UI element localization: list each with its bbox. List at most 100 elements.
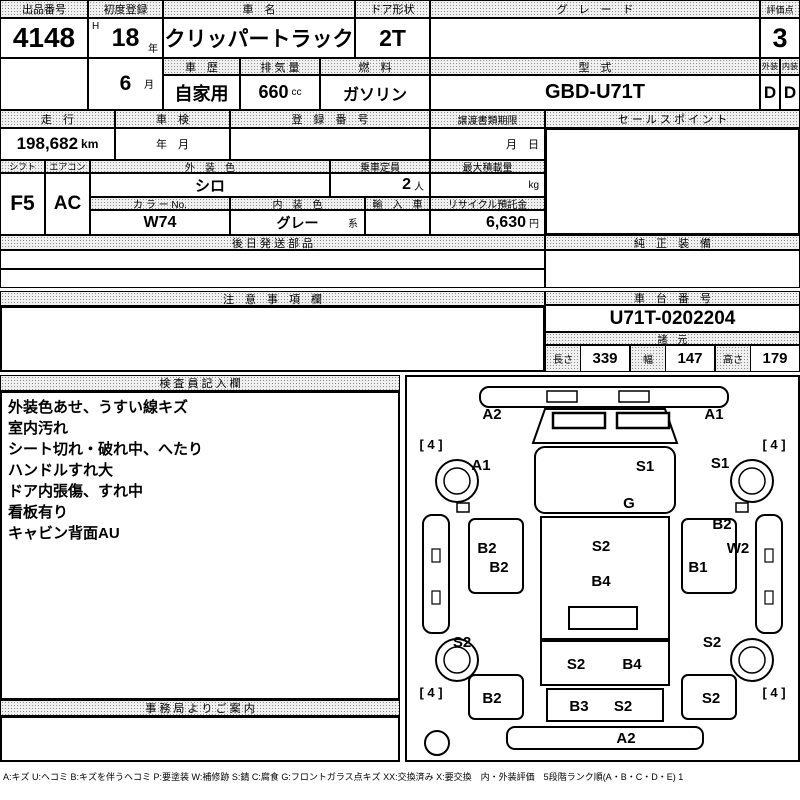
era-mark: H [92, 21, 100, 32]
tire-info-front-left: [ 4 ] [419, 437, 442, 452]
first-registration-month: 6 [119, 72, 132, 95]
damage-mark-door-left-lower: B2 [489, 559, 508, 576]
height-cell: 高さ 179 [715, 345, 800, 372]
genuine-equipment-box [545, 250, 800, 288]
damage-mark-door-left-upper: B2 [477, 540, 496, 557]
lot-number-empty-cell [0, 58, 88, 110]
score-label: 評価点 [760, 0, 800, 18]
interior-color-cell: グレー 系 [230, 210, 365, 235]
capacity-label: 乗車定員 [330, 160, 430, 173]
mileage-cell: 198,682 km [0, 128, 115, 160]
later-parts-row-1 [0, 250, 545, 269]
damage-mark-door-right-lower: B1 [688, 559, 707, 576]
damage-mark-roof: G [623, 495, 635, 512]
length-value: 339 [592, 350, 618, 367]
wheel-rear-right-rim [738, 646, 766, 674]
wheel-front-left-rim [443, 467, 471, 495]
bed-side-outer-left [422, 514, 450, 634]
genuine-equipment-label: 純 正 装 備 [545, 235, 800, 250]
latch-right-1 [764, 548, 774, 563]
car-name-value: クリッパートラック [163, 18, 355, 58]
quarter-panel-right [681, 674, 737, 720]
inspector-note-line: 看板有り [8, 504, 69, 521]
sales-point-label: セ ー ル ス ポ イ ン ト [545, 110, 800, 128]
aircon-value: AC [45, 173, 90, 235]
max-load-cell: kg [430, 173, 545, 197]
car-name-label: 車 名 [163, 0, 355, 18]
later-parts-row-2 [0, 269, 545, 288]
inspector-note-line: シート切れ・破れ中、へたり [8, 441, 204, 458]
damage-mark-rear-panel-right: S2 [702, 690, 720, 707]
damage-mark-front-fender-right: S1 [711, 455, 729, 472]
interior-color-value: グレー [276, 214, 319, 231]
height-label: 高さ [716, 346, 751, 371]
inspector-note-line: 室内汚れ [8, 420, 69, 437]
damage-mark-windshield: S1 [636, 458, 654, 475]
transfer-deadline-label: 譲渡書類期限 [430, 110, 545, 128]
recycle-deposit-unit: 円 [529, 219, 539, 230]
office-info-label: 事 務 局 よ り ご 案 内 [0, 700, 400, 716]
office-info-box [0, 716, 400, 762]
vehicle-damage-diagram: A2 A1 [ 4 ] [ 4 ] A1 S1 S1 G B2 B2 W2 B2… [419, 386, 786, 756]
caution-box [0, 306, 545, 372]
damage-mark-side-right-upper: B2 [712, 516, 731, 533]
max-load-label: 最大積載量 [430, 160, 545, 173]
damage-mark-rear-fender-left: S2 [453, 634, 471, 651]
displacement-cell: 660 cc [240, 75, 320, 110]
displacement-value: 660 [258, 82, 289, 102]
month-unit: 月 [144, 80, 154, 91]
bed-lower [540, 640, 670, 686]
inspector-note-line: キャビン背面AU [8, 525, 120, 542]
inspector-notes-box: 外装色あせ、うすい線キズ 室内汚れ シート切れ・破れ中、へたり ハンドルすれ大 … [0, 391, 400, 700]
grade-label: グ レ ー ド [430, 0, 760, 18]
shift-label: シフト [0, 160, 45, 173]
inspector-note-line: 外装色あせ、うすい線キズ [8, 399, 189, 416]
latch-left-1 [431, 548, 441, 563]
length-label: 長さ [546, 346, 581, 371]
dimensions-label: 諸 元 [545, 332, 800, 345]
interior-color-label: 内 装 色 [230, 197, 365, 210]
bed-inner-box [568, 606, 638, 630]
fuel-value: ガソリン [320, 75, 430, 110]
cab-roof [534, 446, 676, 514]
exterior-grade-value: D [760, 75, 780, 110]
capacity-value: 2 [402, 176, 411, 193]
score-value: 3 [760, 18, 800, 58]
lot-number-label: 出品番号 [0, 0, 88, 18]
first-registration-year: 18 [111, 23, 140, 52]
interior-color-unit: 系 [348, 219, 358, 230]
color-number-label: カ ラ ー No. [90, 197, 230, 210]
exterior-color-label: 外 装 色 [90, 160, 330, 173]
tire-info-front-right: [ 4 ] [762, 437, 785, 452]
first-registration-month-cell: 6 月 [88, 58, 163, 110]
damage-mark-front-right: A1 [704, 406, 723, 423]
damage-mark-rear-gate: A2 [616, 730, 635, 747]
car-history-value: 自家用 [163, 75, 240, 110]
max-load-unit: kg [528, 179, 539, 191]
mileage-unit: km [81, 137, 99, 151]
damage-mark-door-right-outer: W2 [727, 540, 750, 557]
interior-grade-value: D [780, 75, 800, 110]
registration-number-label: 登 録 番 号 [230, 110, 430, 128]
door-panel-right [681, 518, 737, 594]
recycle-deposit-cell: 6,630 円 [430, 210, 545, 235]
sales-point-box [545, 128, 800, 235]
door-shape-label: ドア形状 [355, 0, 430, 18]
capacity-unit: 人 [414, 181, 424, 193]
hood-panel-right [615, 411, 671, 430]
bed-main [540, 516, 670, 640]
bed-side-outer-right [755, 514, 783, 634]
interior-grade-label: 内装 [780, 58, 800, 75]
recycle-deposit-value: 6,630 [485, 213, 526, 231]
front-bumper [479, 386, 729, 408]
length-cell: 長さ 339 [545, 345, 630, 372]
chassis-number-value: U71T-0202204 [545, 305, 800, 332]
displacement-unit: cc [291, 87, 302, 98]
first-registration-year-cell: H 18 年 [88, 18, 163, 58]
damage-mark-rear-fender-right: S2 [703, 634, 721, 651]
chassis-number-label: 車 台 番 号 [545, 291, 800, 305]
width-value: 147 [677, 350, 703, 367]
year-unit: 年 [148, 44, 158, 55]
displacement-label: 排 気 量 [240, 58, 320, 75]
